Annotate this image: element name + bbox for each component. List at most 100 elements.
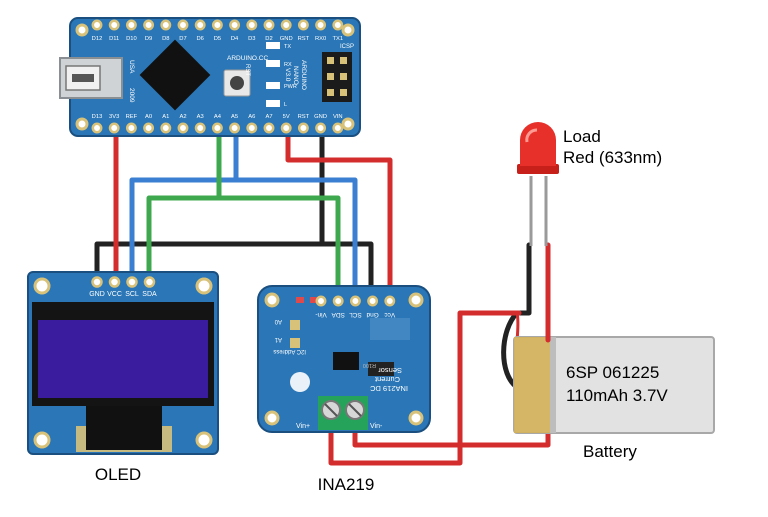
ina219-board-line-2: Current [374,375,400,384]
pin-label: A2 [179,114,186,120]
pin-label: D4 [231,36,239,42]
wire-5v-red [285,123,393,303]
pin-label: GND [280,36,293,42]
screw-slot [324,403,362,417]
status-led [266,82,280,89]
wire-sda-green [146,123,341,303]
mount-hole [264,410,280,426]
ina219-terminal-vin-plus: Vin+ [296,423,310,430]
pin-label: SCL [349,311,362,318]
pin-pad [263,122,275,134]
mount-hole [195,277,213,295]
wires [94,123,551,466]
status-led [266,100,280,107]
pin-pad [108,122,120,134]
pin-pad [280,19,292,31]
pin-pad [315,295,327,307]
ina219-chip [370,318,410,340]
arduino-led-label-pwr: PWR [284,84,297,90]
led-label-line-1: Load [563,127,601,146]
pin-label: D9 [145,36,152,42]
wire-gnd-black [94,123,374,303]
ina219-addr-a1: A1 [274,336,282,342]
status-led [266,60,280,67]
oled-caption: OLED [95,465,141,484]
pin-label: D6 [196,36,203,42]
pin-label: Vcc [384,311,396,318]
pin-pad [211,122,223,134]
pin-label: SDA [331,311,345,318]
battery-protection-strip [514,337,554,433]
ina219-ic [333,352,359,370]
adafruit-logo-icon [290,372,310,392]
smd-component [310,297,318,303]
address-jumper [290,338,300,348]
arduino-cc-label: ARDUINO.CC [227,55,268,62]
pin-label: D3 [248,36,255,42]
pin-pad [143,19,155,31]
pin-pad [246,122,258,134]
smd-component [296,297,304,303]
pin-pad [143,122,155,134]
pin-label: A1 [162,114,169,120]
ina219-addr-title: I2C Address [273,348,306,354]
pin-pad [332,19,344,31]
pin-pad [108,19,120,31]
pin-pad [125,19,137,31]
pin-pad [297,122,309,134]
mount-hole [33,277,51,295]
arduino-model-line-1: ARDUINO [300,60,307,90]
reset-button-cap [230,76,244,90]
pin-pad [177,19,189,31]
ina219-addr-a0: A0 [274,318,282,324]
pin-label: GND [89,291,105,298]
pin-pad [229,19,241,31]
pin-pad [280,122,292,134]
pin-pad [367,295,379,307]
arduino-led-label-tx: TX [284,44,291,50]
load-led [517,122,559,246]
arduino-icsp-label: ICSP [340,44,354,50]
pin-pad [177,122,189,134]
pin-pad [263,19,275,31]
ina219-terminal-vin-minus: Vin- [370,423,383,430]
pin-pad [91,276,103,288]
pin-label: RST [298,36,310,42]
pin-pad [126,276,138,288]
arduino-model-line-2: NANO [292,66,299,85]
pin-label: A7 [265,114,272,120]
pin-label: 3V3 [109,114,119,120]
pin-label: D2 [265,36,272,42]
pin-pad [315,122,327,134]
wire-scl-blue [129,123,358,303]
pin-pad [125,122,137,134]
pin-pad [211,19,223,31]
battery-label-line-1: 6SP 061225 [566,363,659,382]
pin-label: VIN [333,114,343,120]
mount-hole [75,23,89,37]
pin-label: D10 [126,36,137,42]
pin-pad [194,122,206,134]
pin-pad [91,19,103,31]
address-jumper [290,320,300,330]
arduino-rst-label: RST [244,64,250,76]
oled-screen [38,320,208,398]
pin-pad [349,295,361,307]
lipo-battery [513,336,715,434]
arduino-model-line-3: V3.0 [284,68,291,82]
pin-pad [143,276,156,288]
led-label-line-2: Red (633nm) [563,148,662,167]
pin-label: A4 [214,114,222,120]
pin-pad [108,276,121,288]
battery-label-line-2: 110mAh 3.7V [566,386,668,405]
pin-label: D5 [214,36,221,42]
pin-label: 5V [283,114,290,120]
pin-label: A0 [145,114,152,120]
pin-label: A6 [248,114,255,120]
ina219-board-line-1: INA219 DC [369,384,408,393]
ina219-board-line-3: Sensor [378,366,402,375]
